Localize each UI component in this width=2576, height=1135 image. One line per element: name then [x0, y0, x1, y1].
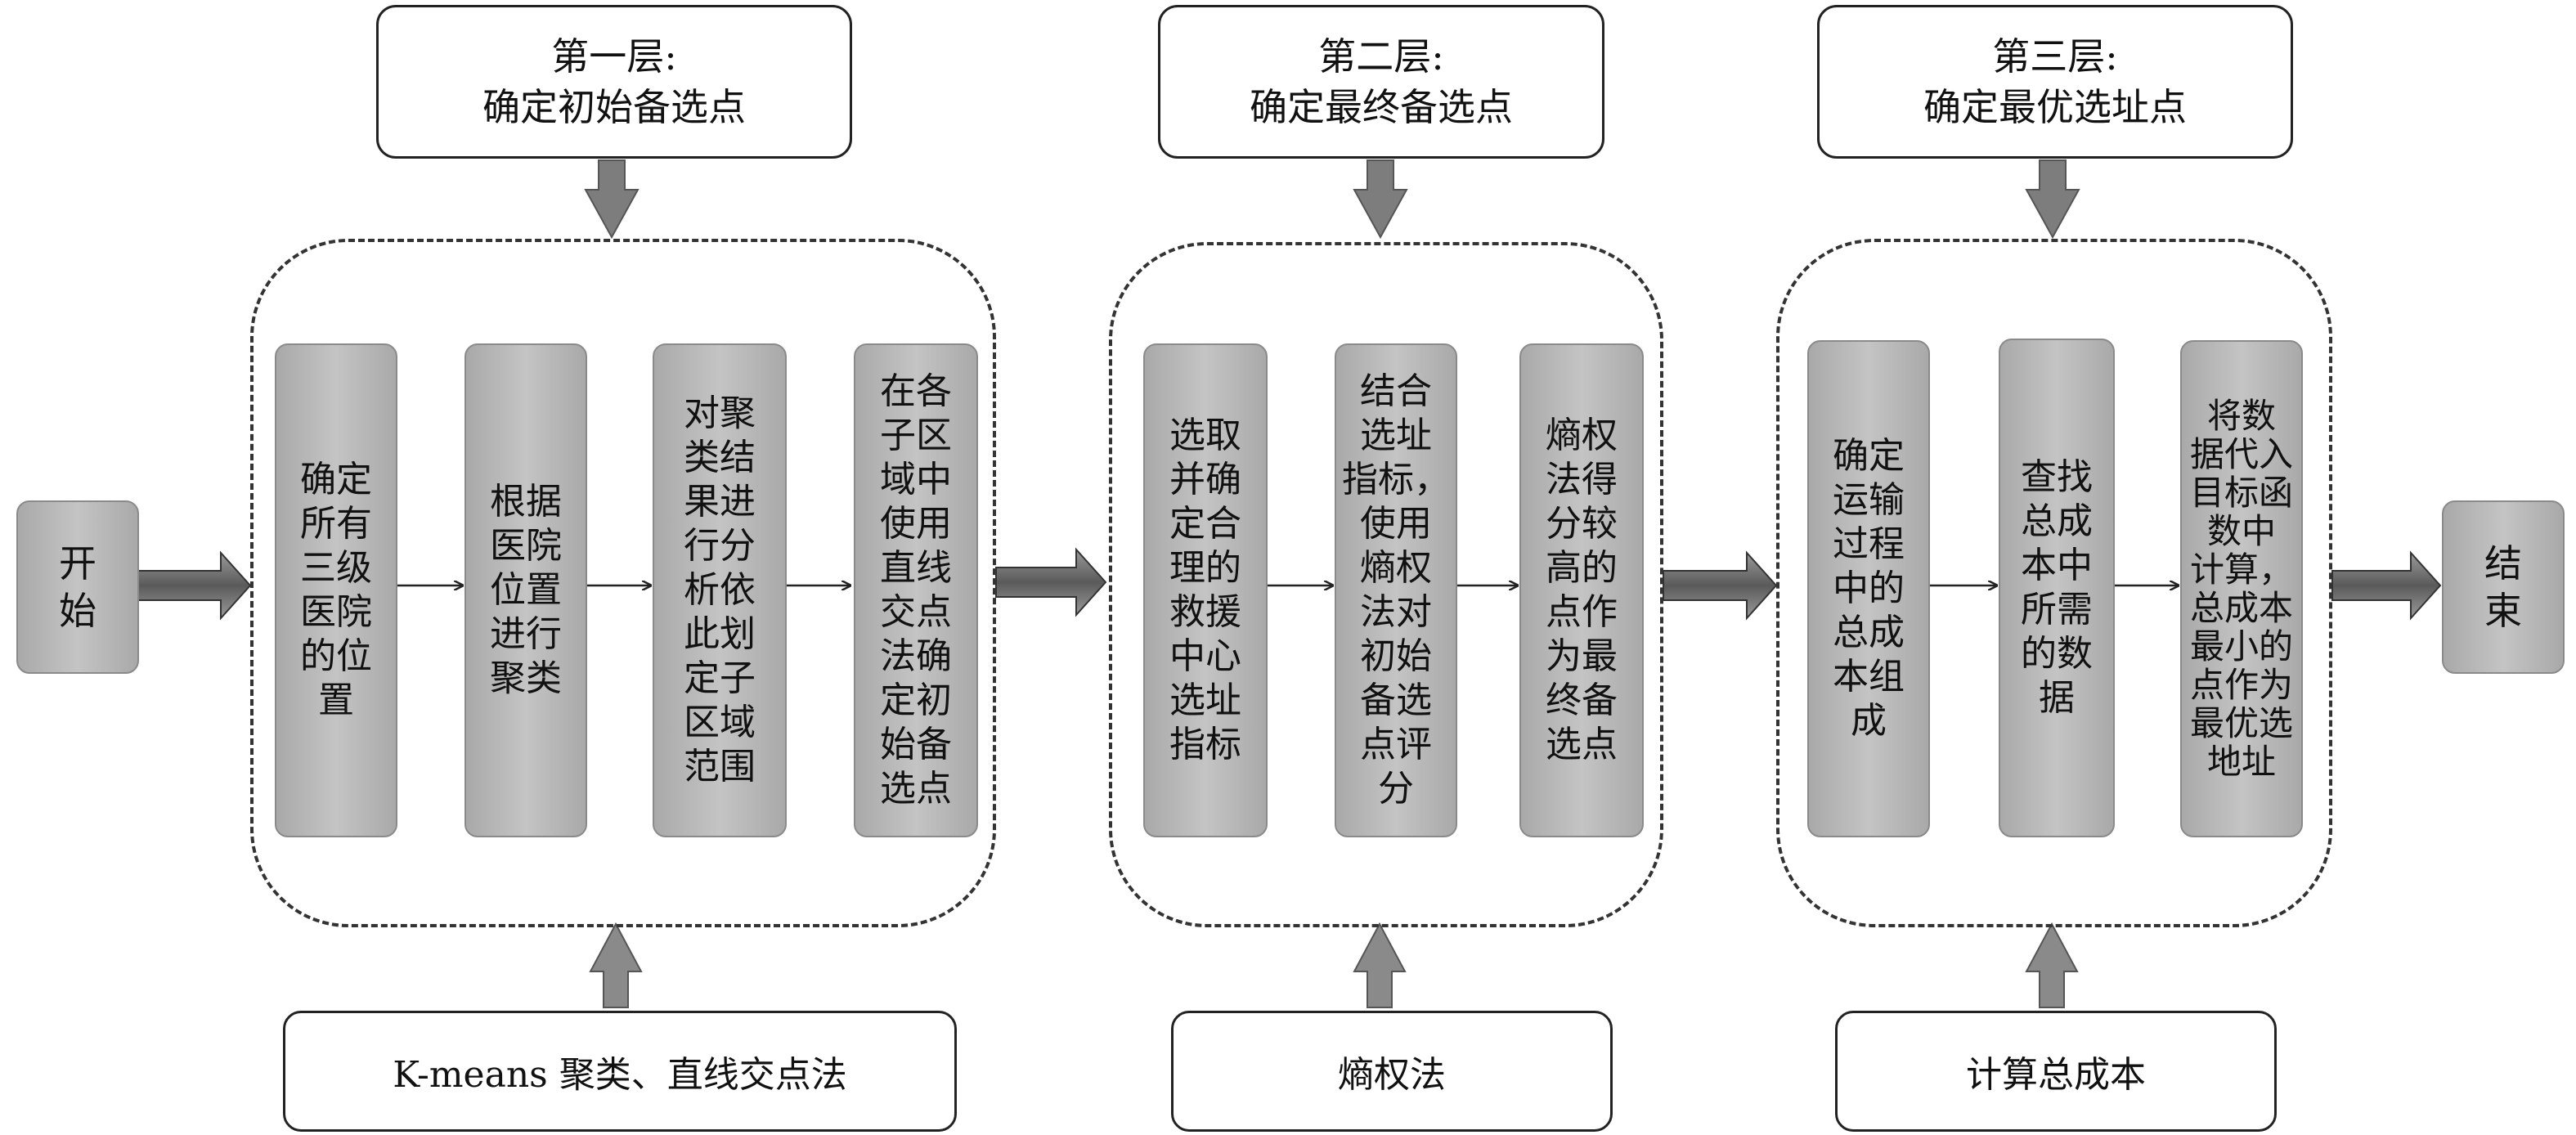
down-arrow-3: [2025, 159, 2080, 240]
up-arrow-1: [589, 922, 643, 1008]
layer-1-step-4: 在各 子区 域中 使用 直线 交点 法确 定初 始备 选点: [854, 343, 978, 837]
layer-3-subtitle: 确定最优选址点: [1923, 85, 2187, 129]
layer-1-subtitle: 确定初始备选点: [482, 85, 746, 129]
layer-1-step-1: 确定 所有 三级 医院 的位 置: [275, 343, 397, 837]
layer-1-method-label: K-means 聚类、直线交点法: [393, 1054, 847, 1096]
layer-2-step-3: 熵权 法得 分较 高的 点作 为最 终备 选点: [1519, 343, 1644, 837]
up-arrow-2: [1353, 922, 1407, 1008]
layer-3-step-3: 将数 据代入 目标函 数中 计算， 总成本 最小的 点作为 最优选 地址: [2180, 340, 2303, 837]
fat-arrow-start: [137, 550, 252, 621]
layer-2-heading: 第二层:: [1318, 34, 1444, 79]
step-text: 查找 总成 本中 所需 的数 据: [2021, 456, 2093, 719]
fat-arrow-2-3: [1663, 550, 1778, 621]
layer-3-method: 计算总成本: [1835, 1011, 2277, 1132]
fat-arrow-1-2: [995, 547, 1107, 617]
step-text: 确定 所有 三级 医院 的位 置: [300, 459, 372, 721]
layer-1-heading: 第一层:: [551, 34, 677, 79]
step-text: 根据 医院 位置 进行 聚类: [490, 481, 562, 699]
layer-3-step-1: 确定 运输 过程 中的 总成 本组 成: [1807, 340, 1930, 837]
step-text: 结合 选址 指标， 使用 熵权 法对 初始 备选 点评 分: [1342, 370, 1450, 810]
layer-2-method-label: 熵权法: [1338, 1054, 1446, 1096]
layer-2-step-1: 选取 并确 定合 理的 救援 中心 选址 指标: [1143, 343, 1268, 837]
start-node: 开始: [16, 500, 139, 674]
layer-2-group: [1109, 242, 1663, 927]
step-text: 在各 子区 域中 使用 直线 交点 法确 定初 始备 选点: [880, 370, 952, 810]
down-arrow-1: [584, 159, 640, 240]
layer-2-method: 熵权法: [1171, 1011, 1613, 1132]
down-arrow-2: [1353, 159, 1408, 240]
start-label: 开始: [59, 541, 96, 633]
step-text: 将数 据代入 目标函 数中 计算， 总成本 最小的 点作为 最优选 地址: [2189, 396, 2293, 782]
step-text: 对聚 类结 果进 行分 析依 此划 定子 区域 范围: [684, 393, 756, 787]
layer-2-header: 第二层: 确定最终备选点: [1158, 5, 1604, 159]
layer-2-step-2: 结合 选址 指标， 使用 熵权 法对 初始 备选 点评 分: [1335, 343, 1457, 837]
up-arrow-3: [2025, 922, 2079, 1008]
layer-1-header: 第一层: 确定初始备选点: [376, 5, 852, 159]
layer-3-method-label: 计算总成本: [1966, 1054, 2146, 1096]
step-text: 选取 并确 定合 理的 救援 中心 选址 指标: [1169, 415, 1241, 765]
step-text: 确定 运输 过程 中的 总成 本组 成: [1833, 435, 1905, 742]
layer-3-group: [1776, 239, 2332, 927]
layer-1-method: K-means 聚类、直线交点法: [283, 1011, 957, 1132]
layer-1-step-2: 根据 医院 位置 进行 聚类: [464, 343, 587, 837]
end-node: 结束: [2442, 500, 2565, 674]
layer-3-step-2: 查找 总成 本中 所需 的数 据: [1999, 339, 2115, 837]
fat-arrow-end: [2331, 550, 2442, 621]
step-text: 熵权 法得 分较 高的 点作 为最 终备 选点: [1546, 415, 1618, 765]
layer-2-subtitle: 确定最终备选点: [1250, 85, 1513, 129]
layer-3-header: 第三层: 确定最优选址点: [1817, 5, 2293, 159]
layer-1-step-3: 对聚 类结 果进 行分 析依 此划 定子 区域 范围: [653, 343, 787, 837]
end-label: 结束: [2484, 541, 2522, 633]
layer-1-group: [250, 239, 996, 927]
layer-3-heading: 第三层:: [1992, 34, 2118, 79]
